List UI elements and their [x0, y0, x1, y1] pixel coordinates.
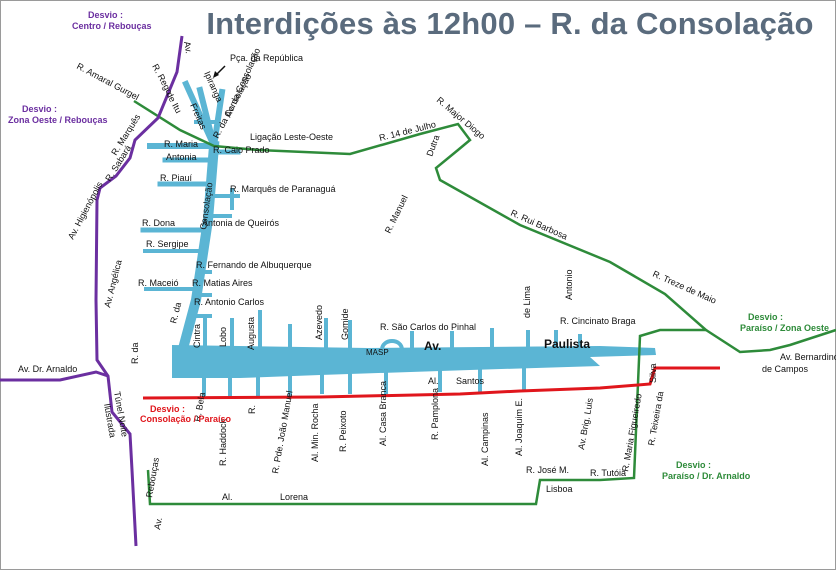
- street-label: Av. Brig. Luis: [576, 397, 595, 451]
- street-label: Al.: [428, 376, 439, 386]
- street-label: Av.: [152, 517, 164, 531]
- street-label: R. Cincinato Braga: [560, 316, 636, 326]
- detour-route-purple: [0, 35, 184, 547]
- street-label: Al.: [222, 492, 233, 502]
- street-label: R. Marquês de Paranaguá: [230, 184, 336, 194]
- street-label: Santos: [456, 376, 485, 386]
- street-label: Pça. da República: [230, 53, 303, 63]
- street-label: Al. Casa Branca: [378, 381, 388, 446]
- street-label: de Campos: [762, 364, 809, 374]
- detour-route-green: [133, 99, 836, 506]
- street-label: de Lima: [522, 286, 532, 318]
- paulista-label: Paulista: [544, 337, 590, 351]
- street-label: R. Major Diogo: [435, 95, 487, 141]
- street-label: Lobo: [218, 327, 228, 347]
- masp-loop: [379, 339, 405, 353]
- street-label: Lorena: [280, 492, 308, 502]
- street-label: Al. Joaquim E.: [514, 398, 524, 456]
- street-label: Al. Campinas: [480, 412, 490, 466]
- paulista-av-label: Av.: [424, 339, 441, 353]
- street-label: Azevedo: [314, 305, 324, 340]
- street-label: R. Caio Prado: [213, 145, 270, 155]
- street-label: Av. Bernardino: [780, 352, 836, 362]
- street-label: Av. Higienópolis: [66, 180, 105, 241]
- detour-label: Paraíso / Zona Oeste: [740, 323, 829, 333]
- street-label: R. Piauí: [160, 173, 193, 183]
- street-label: de Itu: [164, 90, 183, 115]
- street-label: R. Amaral Gurgel: [75, 61, 141, 102]
- closed-streets: [140, 80, 656, 396]
- street-label: Antonio: [564, 269, 574, 300]
- street-label: Al. Min. Rocha: [310, 403, 320, 462]
- street-label: R. Pamplona: [430, 388, 440, 440]
- map-title: Interdições às 12h00 – R. da Consolação: [206, 6, 814, 41]
- street-label: R. Pde. João Manuel: [270, 390, 294, 475]
- street-label: R. Fernando de Albuquerque: [196, 260, 312, 270]
- street-label: Lisboa: [546, 484, 573, 494]
- street-label: R. São Carlos do Pinhal: [380, 322, 476, 332]
- masp-label: MASP: [366, 348, 389, 357]
- street-label: R. Haddock: [218, 418, 228, 466]
- street-label: Cintra: [192, 324, 202, 348]
- detour-route-red: [142, 366, 720, 400]
- street-label: Ipiranga: [202, 70, 224, 104]
- green-detour-loop: [133, 99, 710, 506]
- street-label: R.: [247, 405, 257, 414]
- street-label: Ligação Leste-Oeste: [250, 132, 333, 142]
- street-label: R. Maceió: [138, 278, 179, 288]
- purple-detour-dr-arnaldo: [0, 370, 109, 382]
- street-label: Av.: [182, 41, 194, 55]
- purple-detour-west: [94, 35, 184, 547]
- detour-label: Desvio :: [150, 404, 185, 414]
- street-label: Av. Dr. Arnaldo: [18, 364, 77, 374]
- detour-label: Desvio :: [22, 104, 57, 114]
- consolacao-north-branch: [210, 88, 226, 150]
- street-label: Augusta: [246, 317, 256, 350]
- street-label: R. José M.: [526, 465, 569, 475]
- street-label: Silva: [648, 363, 658, 383]
- arrow-head-icon: [213, 71, 219, 78]
- detour-label: Paraíso / Dr. Arnaldo: [662, 471, 751, 481]
- ipiranga-branch: [196, 86, 218, 150]
- street-label: R. da: [130, 342, 140, 364]
- street-label: R. Antonio Carlos: [194, 297, 265, 307]
- green-detour-east: [705, 328, 836, 354]
- detour-label: Consolação / Paraíso: [140, 414, 232, 424]
- street-label: Av. Angélica: [102, 259, 123, 309]
- street-label: R. da: [168, 301, 183, 324]
- street-label: Rebouças: [144, 456, 161, 498]
- street-label: Gomide: [340, 308, 350, 340]
- detour-label: Desvio :: [676, 460, 711, 470]
- street-label: Antonia de Queirós: [202, 218, 280, 228]
- street-label: R. 14 de Julho: [378, 119, 437, 143]
- street-label: R. Sergipe: [146, 239, 189, 249]
- street-label: R. Manuel: [383, 194, 410, 235]
- detour-label: Desvio :: [88, 10, 123, 20]
- street-label: R. Matias Aires: [192, 278, 253, 288]
- street-label: R. Teixeira da: [646, 391, 665, 447]
- street-label: R. Dona: [142, 218, 175, 228]
- street-label: R. Maria Figueiredo: [620, 393, 644, 473]
- street-label: R. Peixoto: [338, 410, 348, 452]
- street-label: R. Treze de Maio: [651, 269, 718, 306]
- street-label: Antonia: [166, 152, 197, 162]
- street-label: R. Tutóia: [590, 468, 626, 478]
- paulista-closure: [172, 345, 656, 378]
- street-label: R. Maria: [164, 139, 198, 149]
- detour-label: Desvio :: [748, 312, 783, 322]
- detour-label: Centro / Rebouças: [72, 21, 152, 31]
- detour-label: Zona Oeste / Rebouças: [8, 115, 108, 125]
- street-label: Dutra: [424, 134, 441, 158]
